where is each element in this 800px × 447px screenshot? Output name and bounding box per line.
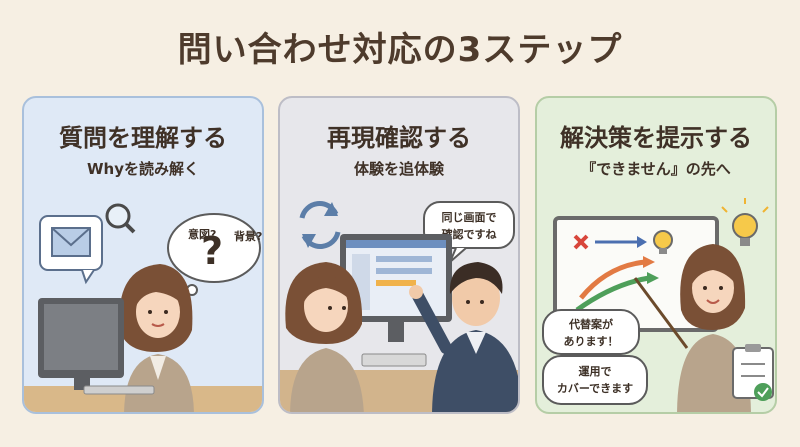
bubble2-line2: カバーできます bbox=[557, 382, 633, 395]
step-heading: 再現確認する bbox=[327, 124, 471, 152]
step2-illustration: 同じ画面で 確認ですね bbox=[280, 201, 518, 412]
lightbulb-icon bbox=[653, 230, 673, 254]
woman-avatar bbox=[119, 264, 194, 412]
step-subheading: Whyを読み解く bbox=[86, 160, 199, 178]
envelope-icon bbox=[39, 215, 103, 285]
keyboard bbox=[361, 353, 427, 367]
step-subheading: 『できません』の先へ bbox=[581, 160, 731, 178]
speech-bubble: 同じ画面で 確認ですね bbox=[423, 201, 515, 263]
speech-line1: 同じ画面で bbox=[442, 211, 497, 224]
thought-bubble: ? 意図? 背景? bbox=[167, 213, 262, 304]
curve-arrow-green bbox=[575, 275, 650, 313]
clipboard-icon bbox=[732, 344, 774, 401]
speech-line2: 確認ですね bbox=[442, 227, 497, 241]
step-heading: 質問を理解する bbox=[59, 124, 227, 152]
curve-arrow-orange bbox=[579, 259, 646, 300]
man-avatar bbox=[409, 262, 518, 412]
refresh-icon bbox=[299, 201, 341, 249]
step-card-propose: 解決策を提示する 『できません』の先へ bbox=[535, 96, 777, 414]
step-heading: 解決策を提示する bbox=[560, 124, 752, 152]
bubble2-line1: 運用で bbox=[579, 365, 612, 378]
step3-illustration: 代替案が あります！ 運用で カバーできます bbox=[542, 198, 774, 412]
lightbulb-icon bbox=[721, 198, 769, 246]
step-subheading: 体験を追体験 bbox=[353, 160, 444, 178]
woman-avatar bbox=[285, 262, 364, 412]
thought-left-text: 意図? bbox=[188, 227, 216, 241]
speech-bubble: 運用で カバーできます bbox=[542, 355, 648, 405]
step-card-reproduce: 再現確認する 体験を追体験 同じ画面で 確認ですね bbox=[278, 96, 520, 414]
thought-right-text: 背景? bbox=[234, 229, 262, 243]
speech-bubble: 代替案が あります！ bbox=[542, 309, 640, 355]
bubble1-line2: あります！ bbox=[564, 335, 619, 348]
pointer-stick bbox=[633, 277, 689, 349]
bubble1-line1: 代替案が bbox=[568, 317, 613, 331]
step1-illustration: ? 意図? 背景? bbox=[24, 203, 262, 412]
question-mark-icon: ? bbox=[201, 229, 223, 273]
cross-icon bbox=[573, 234, 589, 250]
monitor-icon bbox=[38, 298, 155, 395]
step-card-understand: 質問を理解する Whyを読み解く ? 意図? 背景? bbox=[22, 96, 264, 414]
page-title: 問い合わせ対応の3ステップ bbox=[177, 30, 623, 70]
magnifier-icon bbox=[105, 203, 136, 234]
